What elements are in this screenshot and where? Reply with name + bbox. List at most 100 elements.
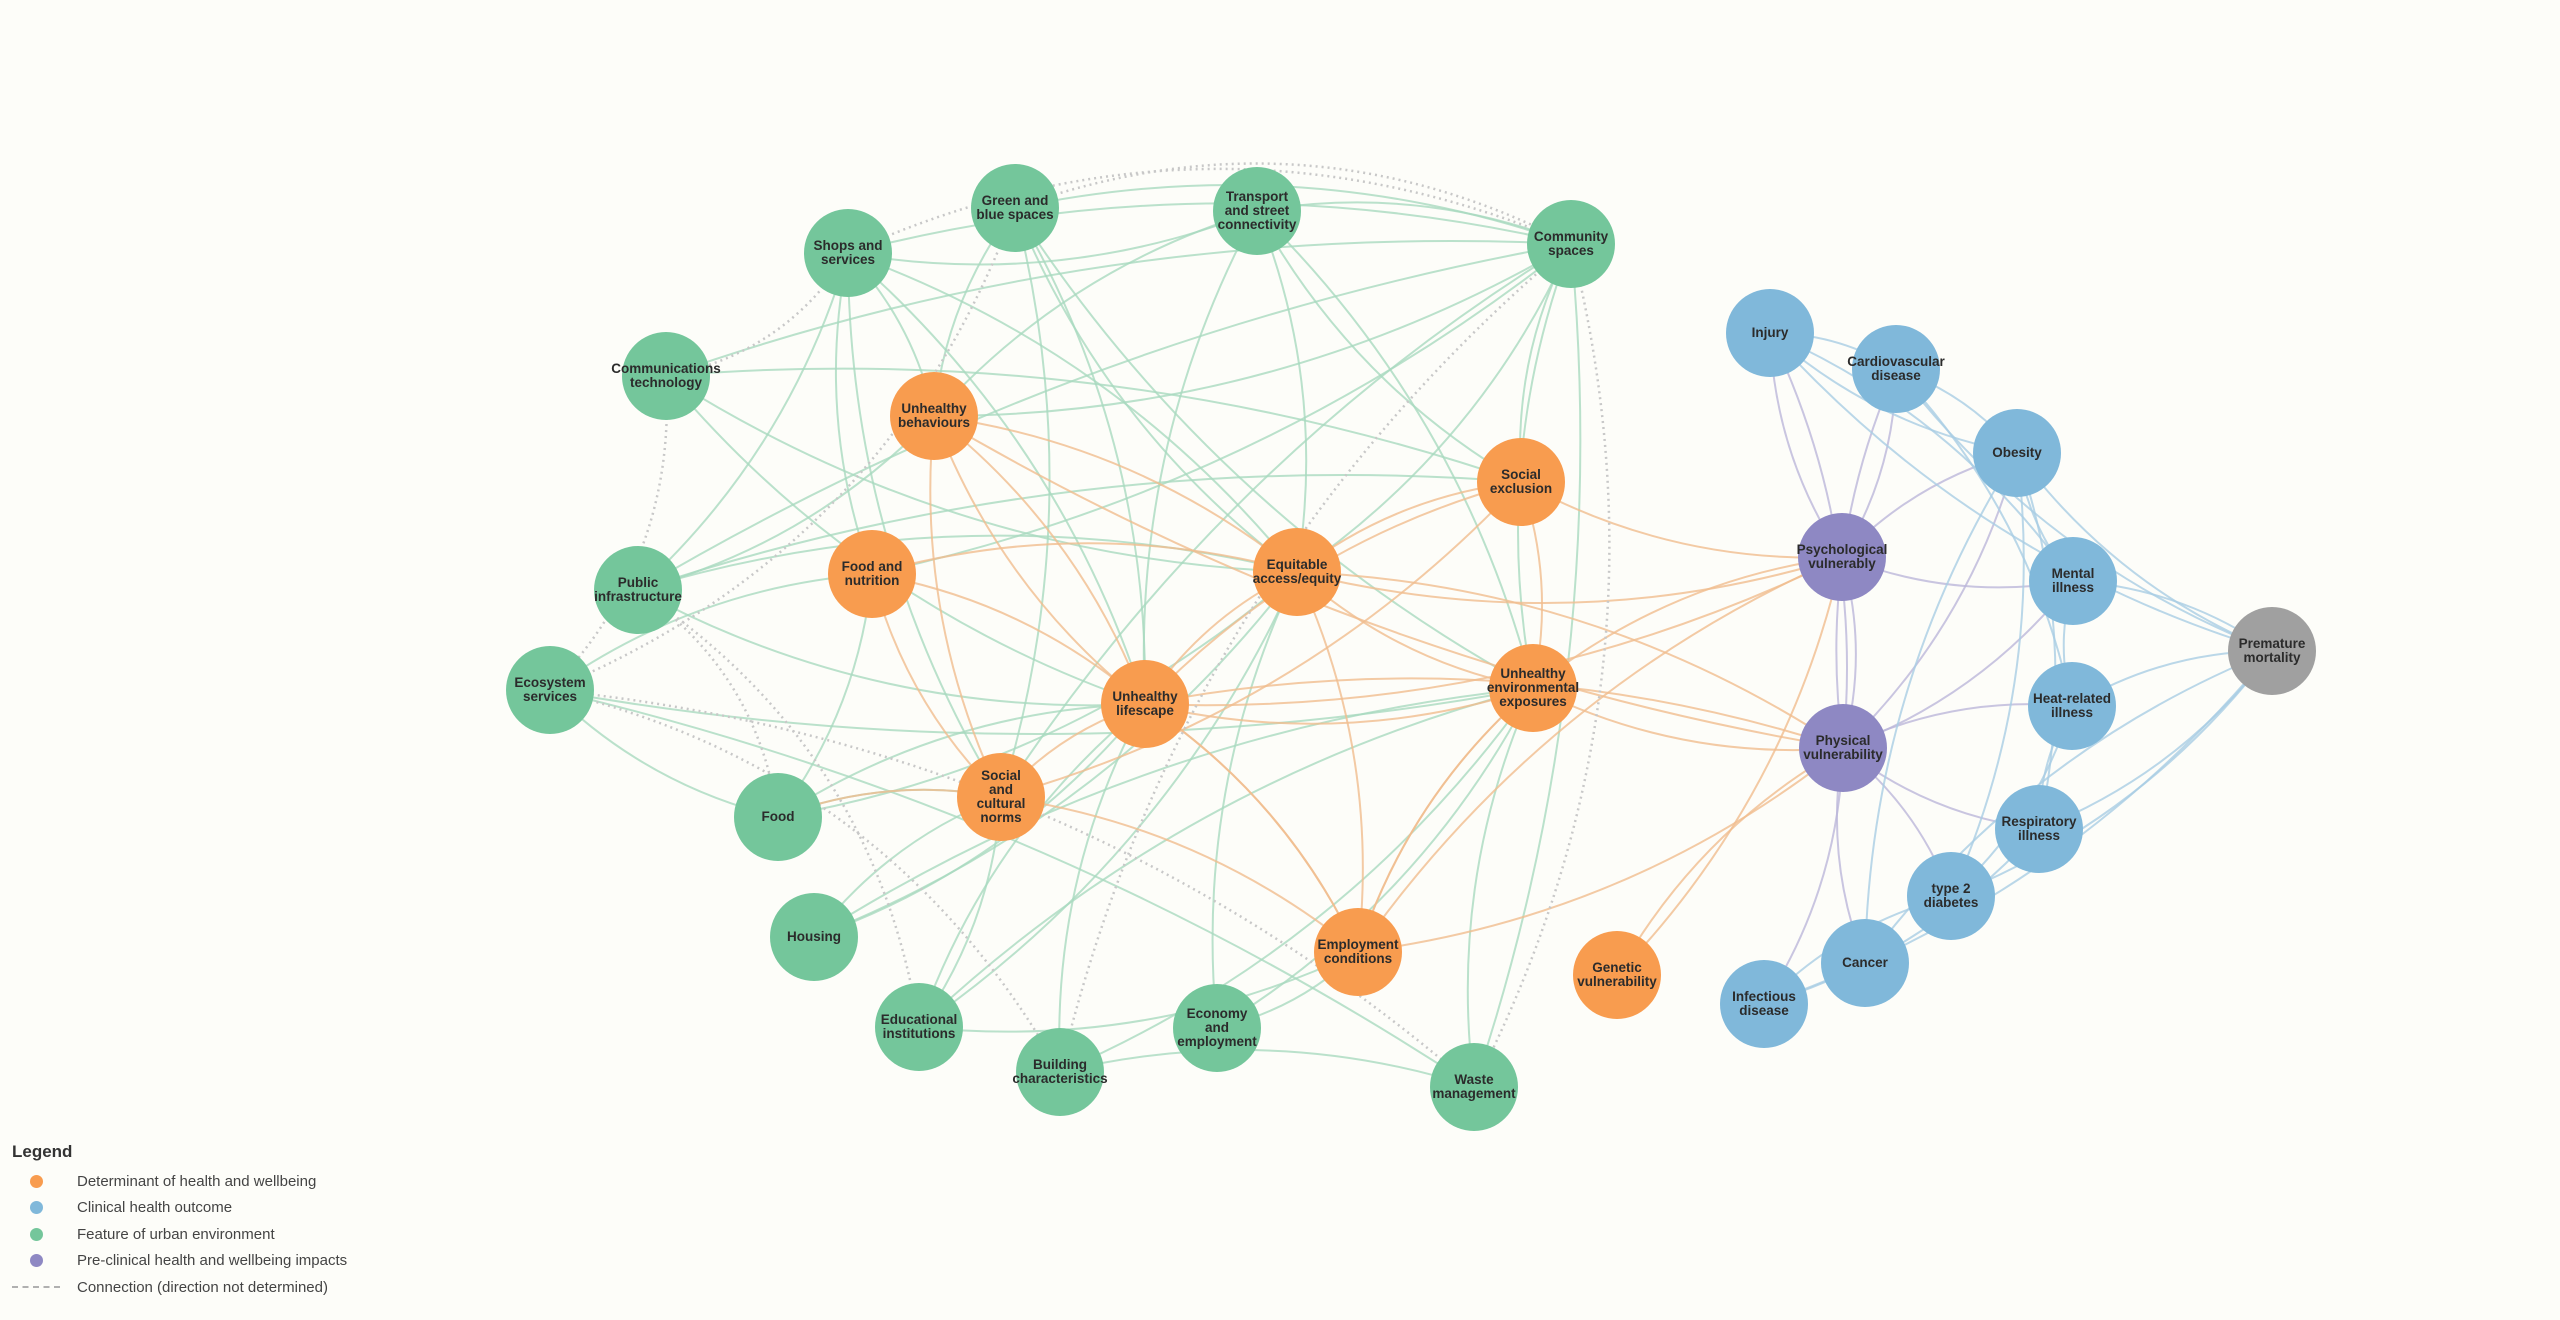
edge-building-unhlife — [1058, 703, 1146, 1073]
edge-transport-equit — [1256, 210, 1308, 573]
edge-employ-psych — [1357, 556, 1843, 953]
edge-unhbeh-phys — [933, 415, 1844, 749]
edge-socnorm-employ — [1000, 796, 1359, 953]
edge-genetic-phys — [1616, 747, 1844, 976]
dotted-edge-community-waste — [1472, 243, 1611, 1088]
legend-dot-preclinical — [30, 1254, 43, 1268]
edge-transport-unhlife — [1142, 210, 1258, 705]
node-unhenv: Unhealthy environmental exposures — [1487, 644, 1579, 732]
legend-label: Determinant of health and wellbeing — [77, 1172, 317, 1190]
node-psych: Psychological vulnerably — [1797, 513, 1887, 601]
edge-unhenv-employ — [1357, 687, 1534, 953]
edge-housing-equit — [813, 571, 1298, 938]
edge-unhbeh-unhlife — [933, 415, 1146, 705]
edge-equit-employ — [1296, 571, 1364, 953]
edge-building-unhenv — [1059, 687, 1534, 1073]
edge-economy-equit — [1211, 571, 1298, 1029]
node-phys: Physical vulnerability — [1799, 704, 1887, 792]
legend-item-urban: Feature of urban environment — [12, 1221, 347, 1248]
edge-public-unhlife — [637, 589, 1146, 707]
edge-unhlife-unhenv — [1144, 687, 1534, 725]
node-building: Building characteristics — [1012, 1028, 1108, 1116]
edge-waste-unhenv — [1466, 687, 1534, 1088]
node-socexc: Social exclusion — [1477, 438, 1565, 526]
node-comms: Communications technology — [611, 332, 721, 420]
edge-transport-unhbeh — [933, 210, 1258, 417]
node-genetic: Genetic vulnerability — [1573, 931, 1661, 1019]
edge-equit-psych — [1296, 556, 1843, 605]
dotted-edge-comms-eco — [549, 375, 669, 691]
edge-shops-community — [847, 202, 1572, 254]
legend-dot-determinant — [30, 1174, 43, 1188]
legend-dot-urban — [30, 1227, 43, 1241]
edge-unhenv-psych — [1532, 556, 1843, 689]
edge-socexc-psych — [1520, 481, 1843, 559]
node-unhlife: Unhealthy lifescape — [1101, 660, 1189, 748]
node-injury: Injury — [1726, 289, 1814, 377]
edge-unhbeh-socnorm — [929, 415, 1002, 798]
legend-title: Legend — [12, 1142, 73, 1161]
edge-community-equit — [1296, 243, 1572, 573]
edge-public-equit — [637, 534, 1298, 591]
edge-green-unhenv — [1014, 207, 1534, 689]
legend-dot-outcome — [30, 1201, 43, 1215]
edge-edu-employ — [918, 951, 1359, 1033]
legend-label: Pre-clinical health and wellbeing impact… — [77, 1252, 348, 1270]
edge-community-socnorm — [1000, 243, 1572, 798]
edge-food-unhlife — [777, 703, 1146, 818]
edge-green-unhlife — [1014, 207, 1147, 705]
node-edu: Educational institutions — [875, 983, 963, 1071]
edge-public-shops — [637, 252, 849, 591]
edge-economy-unhenv — [1216, 687, 1534, 1029]
edge-phys-obesity — [1842, 452, 2018, 749]
node-mortality: Premature mortality — [2228, 607, 2316, 695]
edge-transport-socexc — [1256, 210, 1522, 483]
node-cardio: Cardiovascular disease — [1847, 325, 1945, 413]
node-socnorm: Social and cultural norms — [957, 753, 1045, 841]
edge-edu-unhlife — [918, 703, 1146, 1028]
edge-edu-unhenv — [918, 687, 1534, 1028]
edge-building-waste — [1059, 1049, 1475, 1088]
node-unhbeh: Unhealthy behaviours — [890, 372, 978, 460]
legend-item-connection: Connection (direction not determined) — [12, 1274, 347, 1301]
edge-employ-phys — [1357, 747, 1844, 953]
edge-comms-socexc — [665, 367, 1522, 483]
node-food: Food — [734, 773, 822, 861]
edge-injury-mortality — [1769, 332, 2273, 652]
node-transport: Transport and street connectivity — [1213, 167, 1301, 255]
legend-item-preclinical: Pre-clinical health and wellbeing impact… — [12, 1248, 347, 1275]
node-shops: Shops and services — [804, 209, 892, 297]
edge-green-socnorm — [1000, 207, 1051, 798]
edge-transport-unhenv — [1256, 210, 1534, 689]
node-obesity: Obesity — [1973, 409, 2061, 497]
edge-obesity-t2d — [1950, 452, 2025, 897]
edge-eco-waste — [549, 689, 1475, 1088]
node-equit: Equitable access/equity — [1253, 528, 1341, 616]
dotted-edge-eco-building — [549, 688, 1062, 1073]
edge-green-equit — [1014, 207, 1298, 573]
node-housing: Housing — [770, 893, 858, 981]
edge-comms-equit — [665, 375, 1298, 573]
legend-label: Clinical health outcome — [77, 1199, 233, 1217]
node-resp: Respiratory illness — [1995, 785, 2083, 873]
node-foodnut: Food and nutrition — [828, 530, 916, 618]
edge-eco-unhenv — [549, 687, 1534, 735]
node-green: Green and blue spaces — [971, 164, 1059, 252]
node-eco: Ecosystem services — [506, 646, 594, 734]
dotted-edge-eco-waste — [549, 688, 1475, 1088]
edge-unhbeh-equit — [933, 415, 1298, 573]
node-mental: Mental illness — [2029, 537, 2117, 625]
edge-employ-unhenv — [1357, 687, 1534, 953]
edge-genetic-psych — [1616, 556, 1843, 976]
node-t2d: type 2 diabetes — [1907, 852, 1995, 940]
legend-dash-connection — [12, 1286, 60, 1289]
edge-cardio-heat — [1895, 368, 2073, 707]
node-employ: Employment conditions — [1314, 908, 1402, 996]
edge-cardio-mortality — [1895, 368, 2273, 652]
edge-community-foodnut — [871, 243, 1572, 575]
edge-transport-community — [1256, 201, 1572, 245]
legend-item-outcome: Clinical health outcome — [12, 1195, 347, 1222]
dotted-edge-green-eco — [549, 207, 1017, 692]
